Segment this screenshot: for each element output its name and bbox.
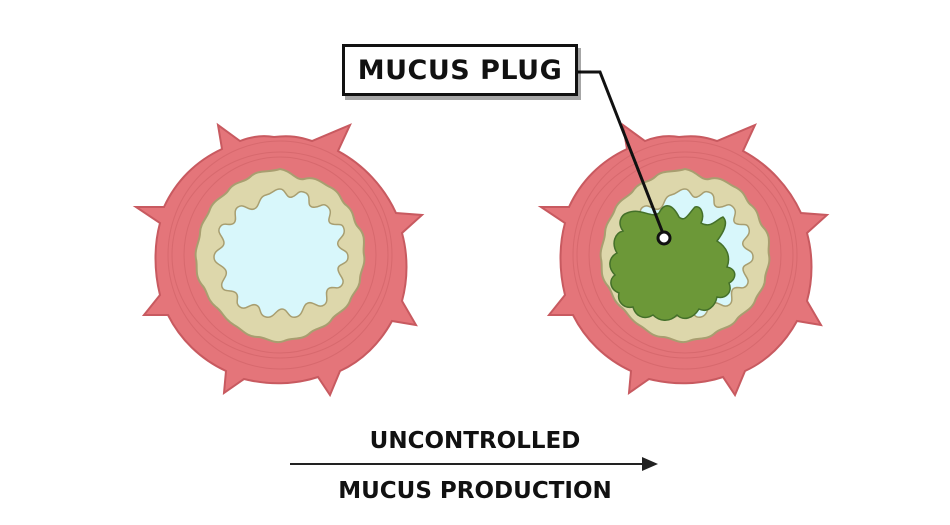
muscle-fiber-line bbox=[171, 151, 389, 359]
caption-line-2: MUCUS PRODUCTION bbox=[338, 478, 612, 504]
caption-line-1: UNCONTROLLED bbox=[369, 428, 581, 454]
muscle-texture bbox=[167, 140, 393, 370]
plugged-airway-cross-section bbox=[540, 124, 828, 396]
callout-leader-line bbox=[578, 70, 666, 237]
normal-airway-cross-section bbox=[135, 124, 423, 396]
callout-pointer-dot bbox=[656, 230, 672, 246]
muscle-fiber-line bbox=[576, 151, 794, 359]
mucus-plug-callout: MUCUS PLUG bbox=[342, 44, 578, 96]
muscle-texture bbox=[572, 140, 798, 370]
direction-arrow-head bbox=[642, 457, 658, 471]
muscle-fiber-line bbox=[183, 156, 377, 354]
muscle-fiber-line bbox=[167, 140, 393, 370]
muscle-fiber-line bbox=[588, 156, 782, 354]
callout-label: MUCUS PLUG bbox=[357, 54, 563, 86]
muscle-fiber-line bbox=[572, 140, 798, 370]
